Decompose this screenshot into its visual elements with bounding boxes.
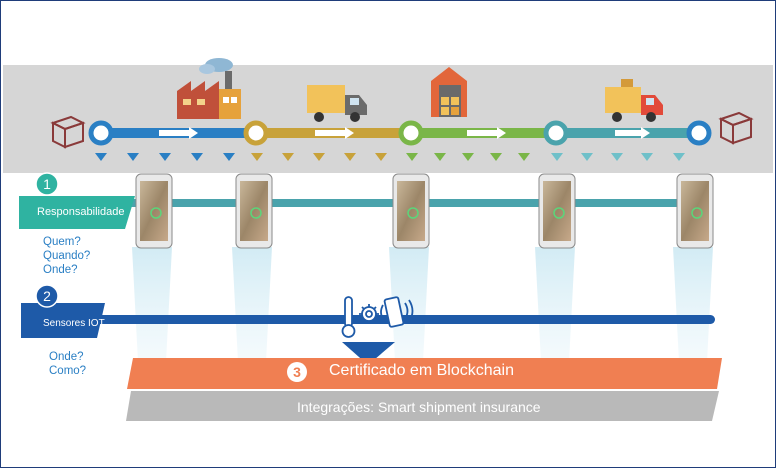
node-1 — [88, 120, 114, 146]
sensors-banner — [21, 303, 105, 338]
arrows — [159, 127, 650, 139]
step-3-number: 3 — [293, 364, 301, 380]
triangle-markers — [95, 153, 685, 161]
delivery-truck-icon — [605, 79, 663, 122]
beam-4 — [535, 247, 575, 381]
warehouse-icon — [431, 67, 467, 117]
blockchain-banner — [127, 358, 722, 389]
question-how: Como? — [49, 365, 87, 377]
smartphone-icon — [538, 173, 576, 249]
phone-vibrate-icon — [380, 296, 414, 328]
question-where: Onde? — [43, 264, 78, 276]
smartphone-icon — [235, 173, 273, 249]
beam-2 — [232, 247, 272, 381]
step-1-number: 1 — [43, 176, 51, 192]
step-1-badge — [35, 172, 59, 196]
node-5 — [686, 120, 712, 146]
question-when: Quando? — [43, 250, 91, 262]
integrations-banner — [126, 391, 719, 421]
responsibility-questions: Quem? Quando? Onde? — [43, 235, 90, 277]
question-who: Quem? — [43, 236, 81, 248]
responsibility-banner — [19, 196, 135, 229]
beam-1 — [132, 247, 172, 381]
step-2-number: 2 — [43, 288, 51, 304]
sensors-questions: Onde? Como? — [49, 350, 86, 378]
blockchain-label: Certificado em Blockchain — [329, 362, 514, 379]
funnel-triangle — [342, 342, 395, 365]
smartphone-icon — [676, 173, 714, 249]
responsibility-label: Responsabilidade — [37, 206, 125, 218]
box-icon — [50, 115, 86, 149]
step-2-badge — [35, 284, 59, 308]
smartphone-icon — [135, 173, 173, 249]
question-where-2: Onde? — [49, 351, 84, 363]
truck-icon — [307, 85, 367, 122]
integrations-label: Integrações: Smart shipment insurance — [297, 399, 541, 415]
gear-icon — [359, 304, 379, 324]
sensors-label: Sensores IOT — [43, 318, 105, 329]
box-icon — [718, 111, 754, 145]
node-2 — [243, 120, 269, 146]
smartphone-icon — [392, 173, 430, 249]
factory-icon — [177, 58, 241, 119]
node-3 — [398, 120, 424, 146]
gray-band — [3, 65, 773, 173]
step-3-badge — [287, 362, 307, 382]
node-4 — [543, 120, 569, 146]
beam-5 — [673, 247, 713, 381]
thermometer-icon — [341, 296, 356, 338]
beam-3 — [389, 247, 429, 381]
